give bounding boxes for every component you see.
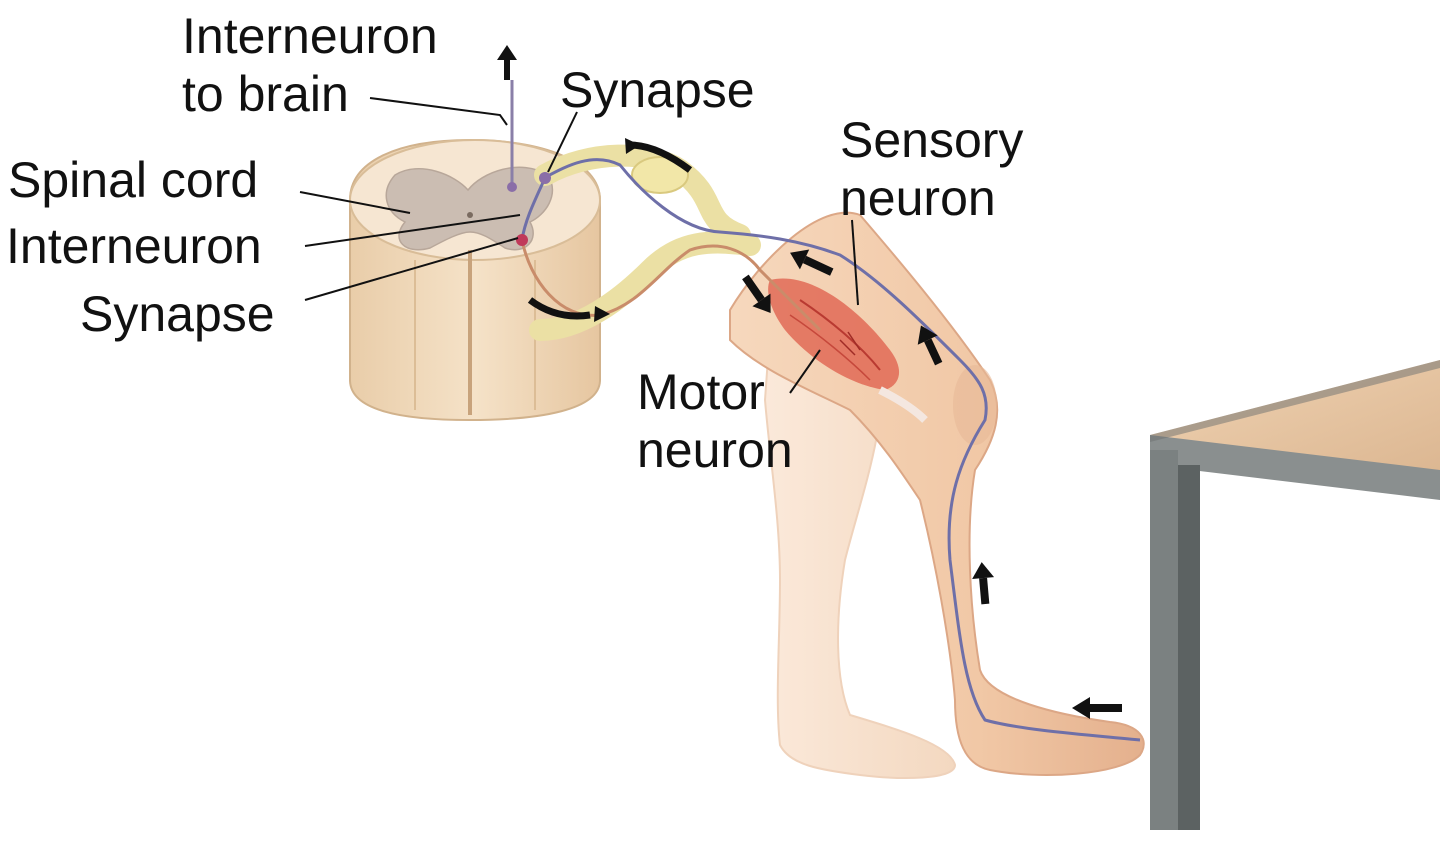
synapse-dot-bottom	[516, 234, 528, 246]
table	[1150, 360, 1440, 830]
arrow-sensory-foot	[1072, 697, 1122, 719]
label-sensory-neuron-line2: neuron	[840, 170, 996, 226]
label-synapse-bottom: Synapse	[80, 286, 275, 342]
label-interneuron-to-brain-line1: Interneuron	[182, 8, 438, 64]
arrow-curve-bottom	[527, 297, 591, 320]
leader-lines	[299, 97, 859, 394]
spinal-cord	[349, 138, 601, 422]
synapse-dot-top	[539, 172, 551, 184]
label-interneuron: Interneuron	[6, 218, 262, 274]
arrow-up-brain	[497, 45, 517, 80]
sensory-neuron-line	[539, 158, 1141, 742]
arrow-sensory-knee	[917, 325, 943, 366]
quadriceps-muscle	[768, 278, 928, 423]
arrow-motor-muscle	[742, 274, 771, 314]
interneuron-brain-dot	[507, 182, 517, 192]
label-sensory-neuron-line1: Sensory	[840, 112, 1024, 168]
label-spinal-cord: Spinal cord	[8, 152, 259, 208]
arrow-sensory-shin	[972, 562, 995, 605]
direction-arrows	[497, 45, 1122, 719]
label-synapse-top: Synapse	[560, 62, 755, 118]
arrow-sensory-thigh	[790, 249, 834, 276]
label-motor-neuron-line1: Motor	[637, 364, 765, 420]
motor-neuron-line	[520, 239, 822, 332]
label-motor-neuron-line2: neuron	[637, 422, 793, 478]
label-interneuron-to-brain-line2: to brain	[182, 66, 349, 122]
